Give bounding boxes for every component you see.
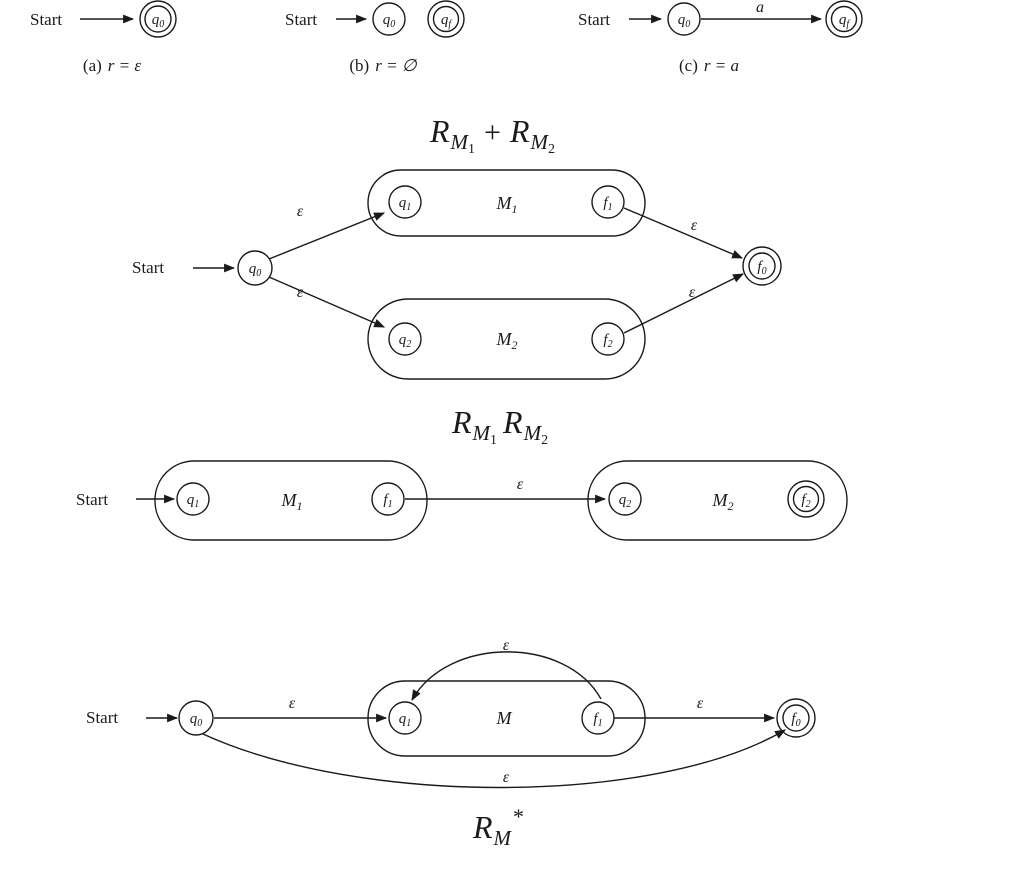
accept-state-outer-circle bbox=[825, 0, 863, 38]
state-circle-q1 bbox=[388, 701, 422, 735]
epsilon-label: ε bbox=[503, 769, 510, 786]
state-label-f0: f0 bbox=[791, 711, 800, 729]
state-circle-q2 bbox=[608, 482, 642, 516]
epsilon-label: ε bbox=[691, 217, 698, 234]
machine-box-m2 bbox=[587, 460, 848, 541]
state-label-q1: q1 bbox=[399, 195, 412, 213]
epsilon-label: ε bbox=[503, 637, 510, 654]
start-label: Start bbox=[285, 10, 317, 29]
state-label-q0: q0 bbox=[383, 12, 396, 30]
diagram-a: Start q0 (a)r = ε bbox=[30, 0, 177, 75]
state-circle-f2 bbox=[591, 322, 625, 356]
accept-state-outer-circle bbox=[139, 0, 177, 38]
state-label-q2: q2 bbox=[399, 332, 412, 350]
accept-state-inner-circle bbox=[432, 5, 460, 33]
accept-state-inner-circle bbox=[144, 5, 172, 33]
state-label-qf: qf bbox=[441, 12, 453, 30]
state-label-f2: f2 bbox=[603, 332, 612, 350]
state-label-q0: q0 bbox=[190, 711, 203, 729]
machine-label-m1: M1 bbox=[281, 490, 303, 513]
start-label: Start bbox=[578, 10, 610, 29]
machine-box-m1 bbox=[367, 169, 646, 237]
epsilon-label: ε bbox=[517, 476, 524, 493]
machine-box-m2 bbox=[367, 298, 646, 380]
state-label-q0: q0 bbox=[678, 12, 691, 30]
machine-label-m2: M2 bbox=[712, 490, 734, 513]
accept-state-inner-circle bbox=[782, 704, 810, 732]
epsilon-label: ε bbox=[297, 203, 304, 220]
epsilon-label: ε bbox=[297, 284, 304, 301]
state-label-q1: q1 bbox=[187, 492, 200, 510]
state-label-q2: q2 bbox=[619, 492, 632, 510]
state-circle-q1 bbox=[388, 185, 422, 219]
diagram-b: Start q0 qf (b)r = ∅ bbox=[285, 0, 465, 75]
state-label-q0: q0 bbox=[152, 12, 165, 30]
start-label: Start bbox=[30, 10, 62, 29]
state-label-qf: qf bbox=[839, 12, 851, 30]
epsilon-edge-to-m1 bbox=[268, 212, 386, 260]
state-label-f1: f1 bbox=[593, 711, 602, 729]
caption-a: (a)r = ε bbox=[83, 56, 141, 75]
machine-label-m1: M1 bbox=[496, 193, 518, 216]
concat-title: RM1RM2 bbox=[451, 404, 548, 448]
caption-b: (b)r = ∅ bbox=[349, 56, 417, 75]
accept-state-inner-circle bbox=[830, 5, 858, 33]
epsilon-bypass-q0-to-f0 bbox=[202, 729, 786, 789]
epsilon-edge-f1-to-f0 bbox=[623, 207, 744, 259]
epsilon-label: ε bbox=[289, 695, 296, 712]
accept-state-inner-circle bbox=[792, 485, 820, 513]
start-label: Start bbox=[132, 258, 164, 277]
state-circle-q0 bbox=[237, 250, 273, 286]
machine-box-m1 bbox=[154, 460, 428, 541]
state-circle-f1 bbox=[591, 185, 625, 219]
diagram-union: RM1+RM2 Start q0 ε ε q1 M1 f1 q2 M2 f2 ε… bbox=[132, 113, 782, 380]
state-label-f2: f2 bbox=[801, 492, 810, 510]
accept-state-inner-circle bbox=[748, 252, 776, 280]
diagram-concat: RM1RM2 Start q1 M1 f1 ε q2 M2 f2 bbox=[76, 404, 848, 541]
epsilon-loop-f1-to-q1 bbox=[411, 651, 602, 701]
state-circle-q0 bbox=[372, 2, 406, 36]
accept-state-outer-circle bbox=[787, 480, 825, 518]
caption-c: (c)r = a bbox=[679, 56, 739, 75]
state-circle-q0 bbox=[178, 700, 214, 736]
state-circle-f1 bbox=[371, 482, 405, 516]
state-label-f0: f0 bbox=[757, 259, 766, 277]
state-label-q0: q0 bbox=[249, 261, 262, 279]
epsilon-label: ε bbox=[697, 695, 704, 712]
star-title: RM* bbox=[472, 804, 524, 850]
state-circle-q0 bbox=[667, 2, 701, 36]
state-circle-q2 bbox=[388, 322, 422, 356]
start-label: Start bbox=[76, 490, 108, 509]
union-title: RM1+RM2 bbox=[429, 113, 555, 157]
machine-label-m2: M2 bbox=[496, 329, 518, 352]
edge-label-a: a bbox=[756, 0, 764, 16]
epsilon-edge-f2-to-f0 bbox=[623, 273, 744, 334]
accept-state-outer-circle bbox=[776, 698, 816, 738]
diagram-star: Start q0 ε q1 M f1 ε f0 ε ε RM* bbox=[86, 637, 816, 850]
epsilon-label: ε bbox=[689, 284, 696, 301]
epsilon-edge-to-m2 bbox=[268, 276, 386, 328]
accept-state-outer-circle bbox=[742, 246, 782, 286]
state-label-q1: q1 bbox=[399, 711, 412, 729]
start-label: Start bbox=[86, 708, 118, 727]
state-label-f1: f1 bbox=[383, 492, 392, 510]
state-circle-q1 bbox=[176, 482, 210, 516]
machine-label-m: M bbox=[496, 708, 513, 728]
diagram-c: Start q0 a qf (c)r = a bbox=[578, 0, 863, 75]
accept-state-outer-circle bbox=[427, 0, 465, 38]
state-label-f1: f1 bbox=[603, 195, 612, 213]
